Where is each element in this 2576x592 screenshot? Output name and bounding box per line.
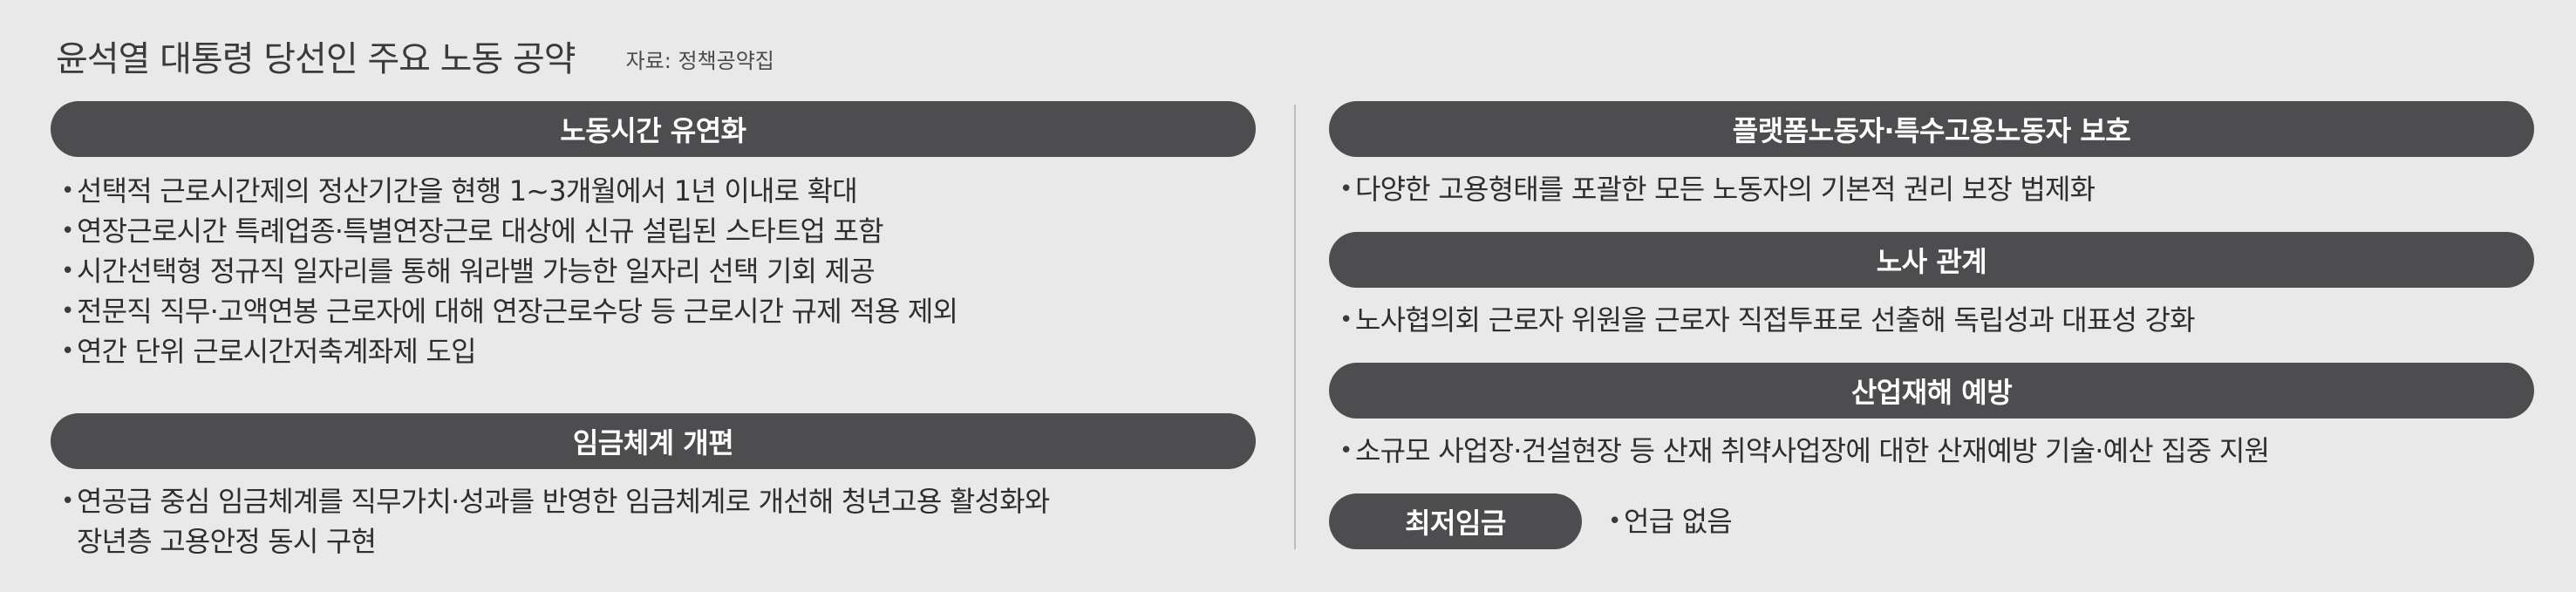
list-item: 소규모 사업장·건설현장 등 산재 취약사업장에 대한 산재예방 기술·예산 집…: [1336, 431, 2270, 471]
section-header-safety: 산업재해 예방: [1329, 363, 2534, 418]
list-item: 전문직 직무·고액연봉 근로자에 대해 연장근로수당 등 근로시간 규제 적용 …: [58, 291, 958, 331]
list-item: 연장근로시간 특례업종·특별연장근로 대상에 신규 설립된 스타트업 포함: [58, 211, 957, 251]
list-item-line: 연공급 중심 임금체계를 직무가치·성과를 반영한 임금체계로 개선해 청년고용…: [77, 485, 1050, 518]
section-header-min-wage: 최저임금: [1329, 493, 1582, 549]
list-item: 연공급 중심 임금체계를 직무가치·성과를 반영한 임금체계로 개선해 청년고용…: [58, 481, 1050, 561]
column-divider: [1294, 105, 1296, 549]
list-item: 연간 단위 근로시간저축계좌제 도입: [58, 331, 957, 371]
page-title: 윤석열 대통령 당선인 주요 노동 공약: [56, 39, 576, 79]
list-item: 선택적 근로시간제의 정산기간을 현행 1~3개월에서 1년 이내로 확대: [58, 171, 957, 211]
section-header-wage-system: 임금체계 개편: [51, 413, 1256, 469]
header: 윤석열 대통령 당선인 주요 노동 공약 자료: 정책공약집: [56, 19, 774, 92]
list-item: 다양한 고용형태를 포괄한 모든 노동자의 기본적 권리 보장 법제화: [1336, 169, 2096, 209]
list-item: 노사협의회 근로자 위원을 근로자 직접투표로 선출해 독립성과 대표성 강화: [1336, 300, 2196, 340]
section-header-platform: 플랫폼노동자·특수고용노동자 보호: [1329, 101, 2534, 157]
section-header-work-hours: 노동시간 유연화: [51, 101, 1256, 157]
source-note: 자료: 정책공약집: [625, 48, 774, 73]
work-hours-list: 선택적 근로시간제의 정산기간을 현행 1~3개월에서 1년 이내로 확대 연장…: [58, 171, 958, 371]
wage-system-list: 연공급 중심 임금체계를 직무가치·성과를 반영한 임금체계로 개선해 청년고용…: [58, 481, 1050, 561]
safety-list: 소규모 사업장·건설현장 등 산재 취약사업장에 대한 산재예방 기술·예산 집…: [1336, 431, 2270, 471]
list-item-line: 장년층 고용안정 동시 구현: [77, 525, 377, 558]
labor-relations-list: 노사협의회 근로자 위원을 근로자 직접투표로 선출해 독립성과 대표성 강화: [1336, 300, 2196, 340]
min-wage-note: 언급 없음: [1605, 501, 1733, 541]
platform-list: 다양한 고용형태를 포괄한 모든 노동자의 기본적 권리 보장 법제화: [1336, 169, 2096, 209]
section-header-labor-relations: 노사 관계: [1329, 232, 2534, 288]
list-item: 시간선택형 정규직 일자리를 통해 워라밸 가능한 일자리 선택 기회 제공: [58, 251, 957, 291]
